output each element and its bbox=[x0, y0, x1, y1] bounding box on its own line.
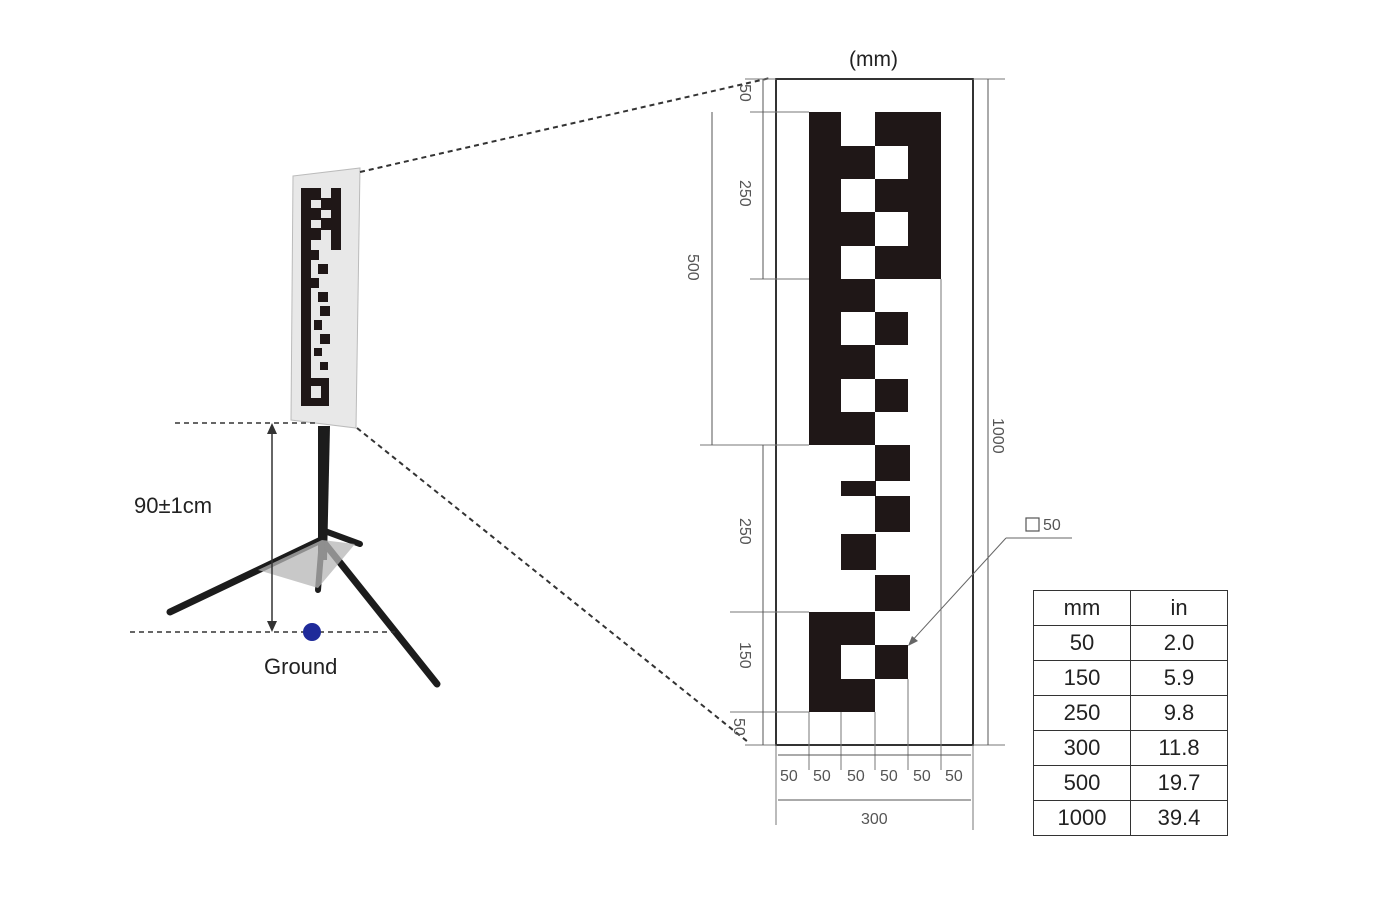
dim-total-height: 1000 bbox=[989, 418, 1006, 454]
dim-col-2: 50 bbox=[813, 768, 831, 785]
table-cell-mm: 50 bbox=[1033, 625, 1131, 661]
unit-conversion-table: mm in 50 2.0 150 5.9 250 9.8 300 11.8 50… bbox=[1033, 590, 1228, 836]
table-header-row: mm in bbox=[1033, 590, 1228, 626]
table-cell-mm: 500 bbox=[1033, 765, 1131, 801]
square-callout-label: 50 bbox=[1043, 517, 1061, 534]
dim-col-3: 50 bbox=[847, 768, 865, 785]
dim-col-4: 50 bbox=[880, 768, 898, 785]
table-cell-in: 11.8 bbox=[1130, 730, 1228, 766]
height-label: 90±1cm bbox=[134, 493, 212, 518]
unit-label: (mm) bbox=[849, 48, 898, 71]
dim-total-width: 300 bbox=[861, 811, 888, 828]
ground-dot bbox=[303, 623, 321, 641]
table-header-mm: mm bbox=[1033, 590, 1131, 626]
checker-white-squares bbox=[841, 112, 908, 679]
dim-bottom-margin: 50 bbox=[730, 718, 747, 736]
board-pattern-thumbnail bbox=[301, 188, 341, 406]
dim-col-1: 50 bbox=[780, 768, 798, 785]
table-cell-mm: 1000 bbox=[1033, 800, 1131, 836]
zoom-line-top bbox=[359, 77, 771, 173]
table-cell-in: 2.0 bbox=[1130, 625, 1228, 661]
target-detail-drawing: (mm) bbox=[684, 48, 1072, 830]
dim-col-5: 50 bbox=[913, 768, 931, 785]
tripod-brace bbox=[258, 540, 355, 588]
ground-label: Ground bbox=[264, 654, 337, 679]
zoom-line-bottom bbox=[356, 427, 749, 743]
dim-upper-block: 250 bbox=[736, 180, 753, 207]
table-row: 250 9.8 bbox=[1033, 695, 1228, 731]
table-header-in: in bbox=[1130, 590, 1228, 626]
dim-bottom-block: 150 bbox=[736, 642, 753, 669]
table-cell-in: 39.4 bbox=[1130, 800, 1228, 836]
stand-illustration: 90±1cm Ground bbox=[130, 167, 441, 688]
table-cell-in: 5.9 bbox=[1130, 660, 1228, 696]
dim-col-6: 50 bbox=[945, 768, 963, 785]
table-row: 300 11.8 bbox=[1033, 730, 1228, 766]
tripod-leg-left bbox=[166, 536, 325, 616]
table-cell-in: 19.7 bbox=[1130, 765, 1228, 801]
table-row: 50 2.0 bbox=[1033, 625, 1228, 661]
table-row: 500 19.7 bbox=[1033, 765, 1228, 801]
square-symbol-icon bbox=[1025, 517, 1040, 532]
table-cell-mm: 300 bbox=[1033, 730, 1131, 766]
stand-pole bbox=[318, 426, 330, 560]
table-row: 150 5.9 bbox=[1033, 660, 1228, 696]
tripod-leg-back bbox=[319, 527, 363, 547]
table-cell-in: 9.8 bbox=[1130, 695, 1228, 731]
dim-checker-region: 500 bbox=[684, 254, 701, 281]
tripod-leg-right bbox=[318, 536, 441, 688]
dim-lower-block: 250 bbox=[736, 518, 753, 545]
dim-top-margin: 50 bbox=[736, 84, 753, 102]
table-cell-mm: 250 bbox=[1033, 695, 1131, 731]
table-cell-mm: 150 bbox=[1033, 660, 1131, 696]
table-row: 1000 39.4 bbox=[1033, 800, 1228, 836]
